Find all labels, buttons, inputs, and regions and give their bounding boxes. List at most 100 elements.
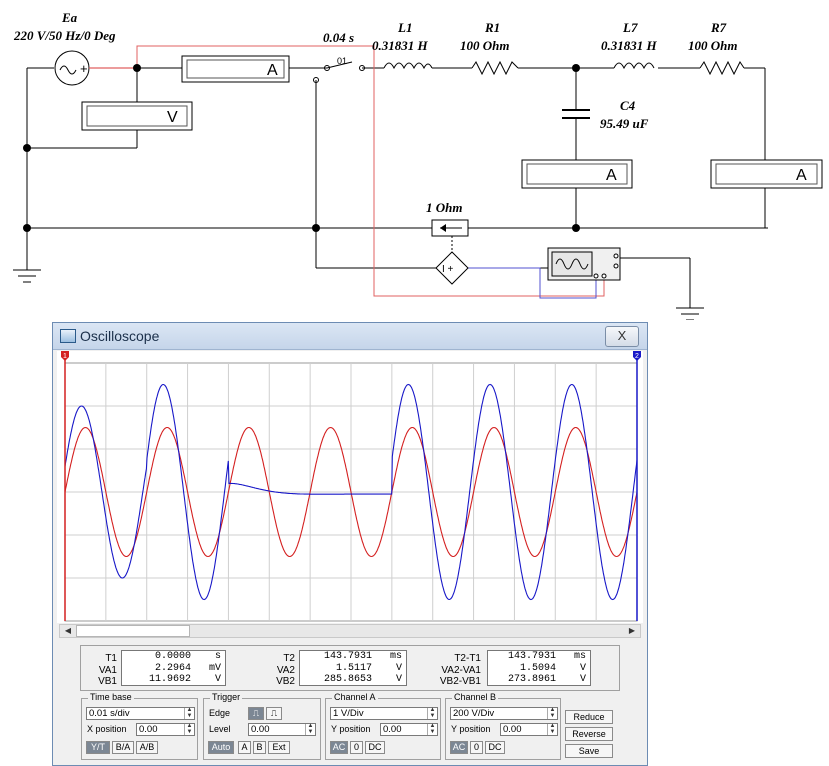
save-button[interactable]: Save xyxy=(565,744,613,758)
spin-icon[interactable]: ▲▼ xyxy=(547,723,557,735)
channel-a-title: Channel A xyxy=(332,692,378,702)
cursor-t2-label: 2 xyxy=(635,353,639,360)
r1-value: 100 Ohm xyxy=(460,38,509,53)
readout-dvb-unit: V xyxy=(579,674,586,685)
readout-vb1-unit: V xyxy=(214,674,221,685)
readout-va2-unit: V xyxy=(395,662,402,674)
readout-dvb-value: 273.8961 xyxy=(507,674,556,685)
channel-b-zero-button[interactable]: 0 xyxy=(470,741,483,754)
r7-value: 100 Ohm xyxy=(688,38,737,53)
mode-ab-button[interactable]: A/B xyxy=(136,741,158,754)
xpos-value: 0.00 xyxy=(139,724,158,735)
readout-vb2-label: VB2 xyxy=(276,676,295,687)
channel-b-ypos-label: Y position xyxy=(451,724,491,734)
reverse-button[interactable]: Reverse xyxy=(565,727,613,741)
trigger-auto-button[interactable]: Auto xyxy=(208,741,234,754)
trigger-ext-button[interactable]: Ext xyxy=(268,741,290,754)
source-value: 220 V/50 Hz/0 Deg xyxy=(13,28,116,43)
c4-value: 95.49 uF xyxy=(600,116,649,131)
scroll-right-icon[interactable]: ▶ xyxy=(628,626,636,635)
spin-icon[interactable]: ▲▼ xyxy=(305,723,315,735)
readout-dva-label: VA2-VA1 xyxy=(441,664,481,676)
timebase-scale-value: 0.01 s/div xyxy=(89,708,130,719)
channel-a-trace xyxy=(64,426,638,558)
readout-t2-value: 143.7931 xyxy=(323,651,372,662)
readout-dvb-label: VB2-VB1 xyxy=(439,676,481,687)
ammeter-r7-label: A xyxy=(796,167,807,184)
channel-a-ac-button[interactable]: AC xyxy=(330,741,348,754)
shunt-value: 1 Ohm xyxy=(426,200,462,215)
l7-name: L7 xyxy=(622,20,638,35)
readout-va1-unit: mV xyxy=(208,662,221,674)
trigger-b-button[interactable]: B xyxy=(253,741,266,754)
readout-t2-label: T2 xyxy=(283,653,295,664)
scroll-left-icon[interactable]: ◀ xyxy=(64,626,72,635)
readout-dva-value: 1.5094 xyxy=(519,662,556,674)
channel-a-scale-value: 1 V/Div xyxy=(333,708,364,719)
channel-b-ac-button[interactable]: AC xyxy=(450,741,468,754)
readout-va1-label: VA1 xyxy=(98,664,117,676)
channel-b-group: Channel B 200 V/Div▲▼ Y position 0.00▲▼ … xyxy=(445,692,561,760)
readout-va2-label: VA2 xyxy=(276,664,295,676)
timebase-title: Time base xyxy=(88,692,134,702)
readout-va2-value: 1.5117 xyxy=(335,662,372,674)
timebase-scale-field[interactable]: 0.01 s/div ▲▼ xyxy=(86,707,195,720)
mode-yt-button[interactable]: Y/T xyxy=(86,741,110,754)
l1-name: L1 xyxy=(397,20,412,35)
level-field[interactable]: 0.00▲▼ xyxy=(248,723,316,736)
timebase-group: Time base 0.01 s/div ▲▼ X position 0.00 ▲▼… xyxy=(81,692,198,760)
channel-b-scale-field[interactable]: 200 V/Div▲▼ xyxy=(450,707,558,720)
cursor-t2-flag xyxy=(633,351,641,361)
spin-icon[interactable]: ▲▼ xyxy=(547,707,557,719)
readout-va1-value: 2.2964 xyxy=(154,662,191,674)
ammeter-c4-label: A xyxy=(606,167,617,184)
scroll-thumb[interactable] xyxy=(76,625,190,637)
ccvs-source[interactable] xyxy=(435,251,469,285)
edge-rising-icon[interactable]: ⎍ xyxy=(248,707,264,720)
xpos-label: X position xyxy=(87,724,127,734)
level-label: Level xyxy=(209,724,231,734)
readout-t1-unit: s xyxy=(214,651,221,662)
voltmeter-label: V xyxy=(167,109,178,126)
edge-falling-icon[interactable]: ⎍ xyxy=(266,707,282,720)
xpos-field[interactable]: 0.00 ▲▼ xyxy=(136,723,195,736)
readout-dt-value: 143.7931 xyxy=(507,651,556,662)
channel-a-zero-button[interactable]: 0 xyxy=(350,741,363,754)
r1-name: R1 xyxy=(484,20,500,35)
svg-text:+: + xyxy=(80,61,88,76)
oscilloscope-icon xyxy=(60,329,76,343)
spin-icon[interactable]: ▲▼ xyxy=(427,707,437,719)
close-button[interactable]: X xyxy=(605,326,639,347)
channel-b-dc-button[interactable]: DC xyxy=(485,741,505,754)
readout-dt-unit: ms xyxy=(573,651,586,662)
ccvs-label: I + xyxy=(442,264,454,275)
channel-a-ypos-field[interactable]: 0.00 ▲▼ xyxy=(380,723,438,736)
readout-t1-value: 0.0000 xyxy=(154,651,191,662)
horizontal-scrollbar[interactable]: ◀ ▶ xyxy=(59,624,641,638)
readout-t2-unit: ms xyxy=(389,651,402,662)
channel-a-ypos-value: 0.00 xyxy=(383,724,402,735)
trigger-group: Trigger Edge ⎍ ⎍ Level 0.00▲▼ Auto A B E… xyxy=(203,692,321,760)
channel-a-dc-button[interactable]: DC xyxy=(365,741,385,754)
readout-vb2-unit: V xyxy=(395,674,402,685)
schematic-canvas: + A V A A I + Ea 220 V/50 Hz/0 Deg 0.04 … xyxy=(13,10,823,320)
spin-icon[interactable]: ▲▼ xyxy=(184,723,194,735)
spin-icon[interactable]: ▲▼ xyxy=(184,707,194,719)
readout-t1-label: T1 xyxy=(105,653,117,664)
mode-ba-button[interactable]: B/A xyxy=(112,741,134,754)
spin-icon[interactable]: ▲▼ xyxy=(427,723,437,735)
trigger-title: Trigger xyxy=(210,692,243,702)
c4-name: C4 xyxy=(620,98,636,113)
r7-name: R7 xyxy=(710,20,727,35)
reduce-button[interactable]: Reduce xyxy=(565,710,613,724)
window-titlebar[interactable]: Oscilloscope X xyxy=(53,323,647,350)
channel-a-scale-field[interactable]: 1 V/Div ▲▼ xyxy=(330,707,438,720)
channel-b-ypos-value: 0.00 xyxy=(503,724,522,735)
trigger-a-button[interactable]: A xyxy=(238,741,251,754)
channel-b-ypos-field[interactable]: 0.00 ▲▼ xyxy=(500,723,558,736)
